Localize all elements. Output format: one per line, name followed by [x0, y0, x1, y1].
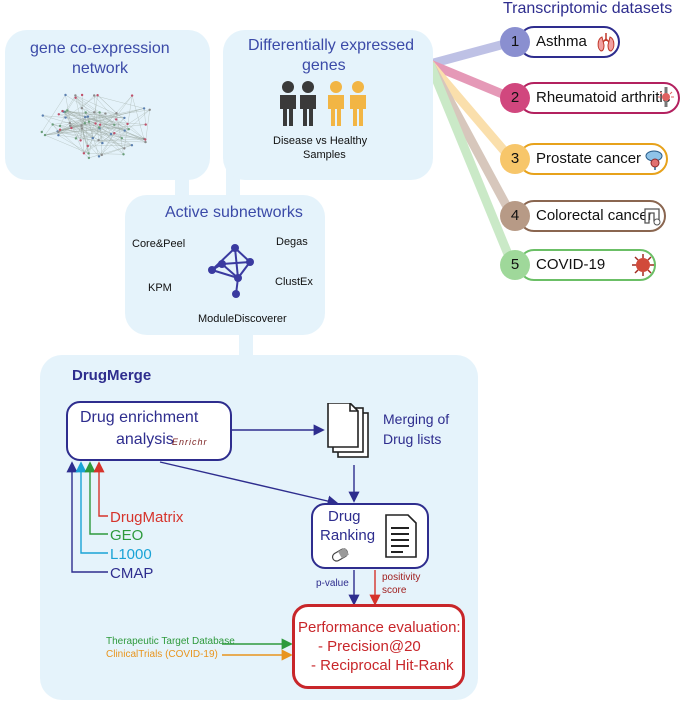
dataset-number-badge: 1 [500, 27, 530, 57]
pill-icon [331, 548, 349, 562]
pvalue-label: p-value [316, 578, 349, 589]
dataset-item: 1 Asthma [500, 26, 624, 60]
deg-caption-line2: Samples [303, 149, 346, 161]
library-label: DrugMatrix [110, 509, 184, 526]
network-graph-image [40, 93, 151, 160]
performance-line1: Performance evaluation: [298, 619, 461, 636]
transcriptomic-title: Transcriptomic datasets [503, 0, 673, 17]
prostate-icon [645, 150, 663, 170]
method-kpm: KPM [148, 282, 172, 294]
dataset-label: Asthma [536, 33, 587, 50]
dataset-number-badge: 3 [500, 144, 530, 174]
virus-icon [632, 254, 654, 276]
ranking-line1: Drug [328, 508, 361, 525]
performance-line2: - Precision@20 [318, 638, 421, 655]
deg-title-line2: genes [302, 57, 346, 74]
clinical-trials-label: ClinicalTrials (COVID-19) [106, 649, 218, 660]
performance-line3: - Reciprocal Hit-Rank [311, 657, 454, 674]
enrichment-title-line2: analysis [116, 431, 174, 448]
positivity-label-line1: positivity [382, 572, 421, 583]
connector-active-drugmerge [239, 330, 253, 360]
library-label: L1000 [110, 546, 152, 563]
disease-people [280, 81, 316, 126]
drugmerge-title: DrugMerge [72, 367, 152, 384]
positivity-label-line2: score [382, 585, 407, 596]
gene-network-title-line2: network [72, 60, 129, 77]
performance-box [292, 604, 465, 689]
people-icon [280, 81, 366, 126]
ttd-label: Therapeutic Target Database [106, 636, 235, 647]
method-clustex: ClustEx [275, 276, 313, 288]
ranking-line2: Ranking [320, 527, 376, 544]
deg-title-line1: Differentially expressed [248, 37, 415, 54]
dataset-label: Colorectal cancer [536, 207, 653, 224]
method-module-discoverer: ModuleDiscoverer [198, 313, 287, 325]
dataset-item: 3 Prostate cancer [500, 143, 672, 177]
colon-icon [644, 208, 661, 226]
joint-icon [658, 87, 674, 107]
active-title: Active subnetworks [165, 204, 303, 221]
library-label: GEO [110, 527, 144, 544]
dataset-item: 5 COVID-19 [500, 249, 660, 283]
dataset-label: COVID-19 [536, 256, 606, 273]
dataset-number-badge: 2 [500, 83, 530, 113]
dataset-links [425, 37, 517, 266]
dataset-box [518, 82, 680, 114]
healthy-people [328, 81, 366, 126]
method-core-peel: Core&Peel [132, 238, 186, 250]
dataset-label: Rheumatoid arthritis [536, 89, 671, 106]
drug-enrichment-box [66, 401, 232, 461]
ranking-list-icon [385, 514, 417, 558]
dataset-label: Prostate cancer [536, 150, 642, 167]
library-label: CMAP [110, 565, 154, 582]
merging-line1: Merging of [383, 411, 450, 427]
dataset-number-badge: 5 [500, 250, 530, 280]
documents-icon [327, 403, 369, 458]
dataset-item: 4 Colorectal cancer [500, 200, 670, 234]
enrichment-title-line1: Drug enrichment [80, 409, 199, 426]
method-degas: Degas [276, 236, 308, 248]
deg-caption-line1: Disease vs Healthy [273, 135, 368, 147]
gene-network-title-line1: gene co-expression [30, 40, 170, 57]
dataset-box [518, 200, 666, 232]
subnetwork-graph-icon [208, 244, 254, 298]
lungs-icon [597, 33, 615, 52]
dataset-box [518, 143, 668, 175]
dataset-item: 2 Rheumatoid arthritis [500, 82, 684, 116]
merging-line2: Drug lists [383, 431, 442, 447]
gene-network-panel [5, 30, 210, 180]
dataset-number-badge: 4 [500, 201, 530, 231]
enrichr-logo: Enrichr [172, 437, 208, 447]
